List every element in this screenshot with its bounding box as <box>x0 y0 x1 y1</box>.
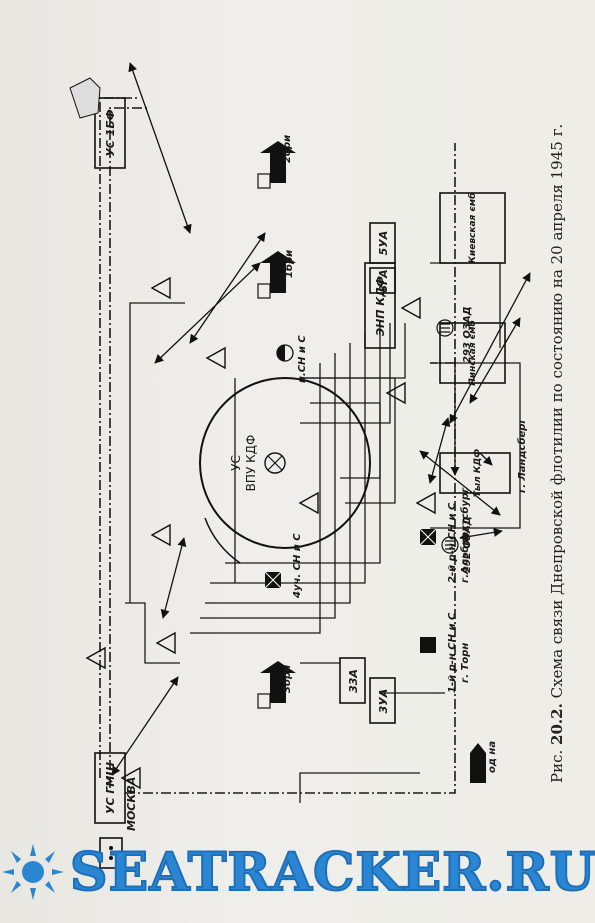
rn1-label: 1-й р-н СН и С <box>447 612 458 693</box>
brigade-icons <box>257 141 486 783</box>
figure-caption: Рис. 20.2. Схема связи Днепровской флоти… <box>548 23 566 783</box>
moskva-label: МОСКВА <box>125 777 138 831</box>
kiev-label: Киевская ємб <box>467 193 478 264</box>
crossed-circle-icon <box>264 452 286 474</box>
3ua-box <box>369 677 396 724</box>
watermark-text: SEATRACKER.RU <box>69 841 595 904</box>
ground-icons <box>436 319 459 554</box>
uch4-label: 4уч. СН и С <box>292 533 303 599</box>
tyl-kdf-box <box>439 452 511 494</box>
8ga-label: 8ГА <box>377 269 390 292</box>
caption-text: Схема связи Днепровской флотилии по сост… <box>548 123 566 699</box>
8ga-box <box>369 267 396 294</box>
center-title: УС <box>229 455 243 471</box>
brig1-label: 1бри <box>283 250 295 278</box>
od-label: од на <box>487 741 498 773</box>
brig3-label: 3бри <box>281 665 293 693</box>
ad292-label: 292 ОЗАД <box>462 516 473 573</box>
kiev-box <box>439 192 506 264</box>
us-gmsh-box <box>94 752 126 824</box>
caption-number: 20.2. <box>548 703 566 745</box>
5ua-box <box>369 222 396 264</box>
pinsk-box <box>439 322 506 384</box>
33a-box <box>339 657 366 704</box>
albrecht-label: г.Альбрехтсбург <box>459 487 471 583</box>
brig2-label: 2бри <box>281 135 293 163</box>
torn-label: г. Торн <box>460 643 471 683</box>
tyl-kdf-label: Тыл КДФ <box>473 449 483 497</box>
central-command-post: УС ВПУ КДФ <box>199 377 371 564</box>
caption-prefix: Рис. <box>548 749 566 783</box>
enp-kdf-label: ЭНП КДФ <box>374 276 387 336</box>
us-gmsh-label: УС ГМШ <box>104 762 117 814</box>
5ua-label: 5УА <box>377 231 390 256</box>
watermark: SEATRACKER.RU <box>0 841 595 904</box>
pinsk-label: Пинская ємб <box>467 320 478 385</box>
33a-label: 33А <box>347 669 360 693</box>
rn2-label: 2-й р-н СН и С <box>447 502 458 583</box>
radio-links <box>111 62 531 776</box>
gmsh-phone-icon <box>99 837 123 869</box>
antenna-icons <box>85 276 436 790</box>
sun-logo-icon <box>2 844 64 900</box>
landsberg-label: г. Ландсберг <box>516 418 528 493</box>
3ua-label: 3УА <box>377 689 390 714</box>
ad293-label: 293 ОЗАД <box>462 306 473 363</box>
us-1bf-label: УС 1БФ <box>104 109 117 156</box>
center-subtitle: ВПУ КДФ <box>244 435 258 492</box>
psn-label: п.СН и С <box>297 335 308 383</box>
us-1bf-box <box>94 97 126 169</box>
